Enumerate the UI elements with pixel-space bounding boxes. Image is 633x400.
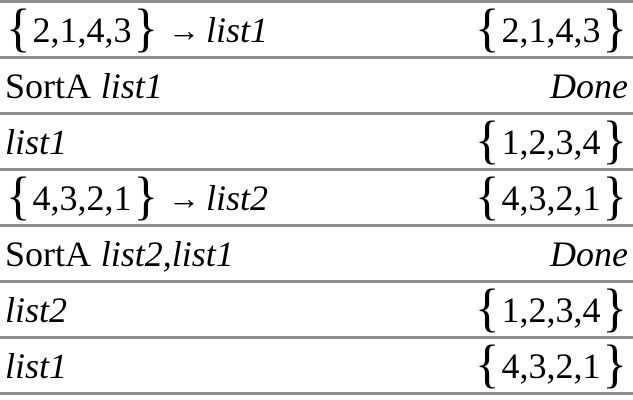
history-row-store-list2[interactable]: {4,3,2,1}→list2 {4,3,2,1} xyxy=(0,167,633,227)
variable-name: list1 xyxy=(205,9,268,50)
variable-name: list2 xyxy=(205,177,268,218)
variable-name: list1 xyxy=(5,121,68,162)
open-brace: { xyxy=(475,279,500,339)
expression-store-list2[interactable]: {4,3,2,1}→list2 xyxy=(5,167,268,227)
close-brace: } xyxy=(602,167,627,227)
open-brace: { xyxy=(475,111,500,171)
result-list[interactable]: {1,2,3,4} xyxy=(474,279,628,339)
done-label: Done xyxy=(550,65,628,106)
close-brace: } xyxy=(602,111,627,171)
list-values: 1,2,3,4 xyxy=(501,121,601,162)
list-values: 4,3,2,1 xyxy=(501,345,601,386)
close-brace: } xyxy=(602,335,627,395)
list-values: 1,2,3,4 xyxy=(501,289,601,330)
result-list[interactable]: {1,2,3,4} xyxy=(474,111,628,171)
variable-name: list2 xyxy=(5,289,68,330)
store-arrow: → xyxy=(167,179,200,216)
history-row-store-list1[interactable]: {2,1,4,3}→list1 {2,1,4,3} xyxy=(0,3,633,59)
history-row-echo-list1[interactable]: list1 {1,2,3,4} xyxy=(0,111,633,171)
done-label: Done xyxy=(550,233,628,274)
close-brace: } xyxy=(602,279,627,339)
expression-store-list1[interactable]: {2,1,4,3}→list1 xyxy=(5,0,268,59)
command-name: SortA xyxy=(5,233,92,274)
open-brace: { xyxy=(475,0,500,59)
result-list[interactable]: {4,3,2,1} xyxy=(474,335,628,395)
history-row-echo-list2[interactable]: list2 {1,2,3,4} xyxy=(0,279,633,339)
close-brace: } xyxy=(133,0,158,59)
history-row-echo-list1-after[interactable]: list1 {4,3,2,1} xyxy=(0,335,633,395)
open-brace: { xyxy=(6,167,31,227)
result-list[interactable]: {4,3,2,1} xyxy=(474,167,628,227)
expression-echo-list1[interactable]: list1 xyxy=(5,124,67,160)
open-brace: { xyxy=(6,0,31,59)
expression-echo-list2[interactable]: list2 xyxy=(5,292,67,328)
store-arrow: → xyxy=(167,11,200,48)
variable-name: list1 xyxy=(5,345,68,386)
list-values: 2,1,4,3 xyxy=(501,9,601,50)
open-brace: { xyxy=(475,167,500,227)
list-values: 4,3,2,1 xyxy=(32,177,132,218)
expression-echo-list1-after[interactable]: list1 xyxy=(5,348,67,384)
result-done[interactable]: Done xyxy=(550,236,628,272)
result-done[interactable]: Done xyxy=(550,68,628,104)
command-name: SortA xyxy=(5,65,92,106)
command-args: list1 xyxy=(100,65,163,106)
open-brace: { xyxy=(475,335,500,395)
close-brace: } xyxy=(602,0,627,59)
list-values: 4,3,2,1 xyxy=(501,177,601,218)
command-args: list2,list1 xyxy=(100,233,234,274)
list-values: 2,1,4,3 xyxy=(32,9,132,50)
close-brace: } xyxy=(133,167,158,227)
result-list[interactable]: {2,1,4,3} xyxy=(474,0,628,59)
